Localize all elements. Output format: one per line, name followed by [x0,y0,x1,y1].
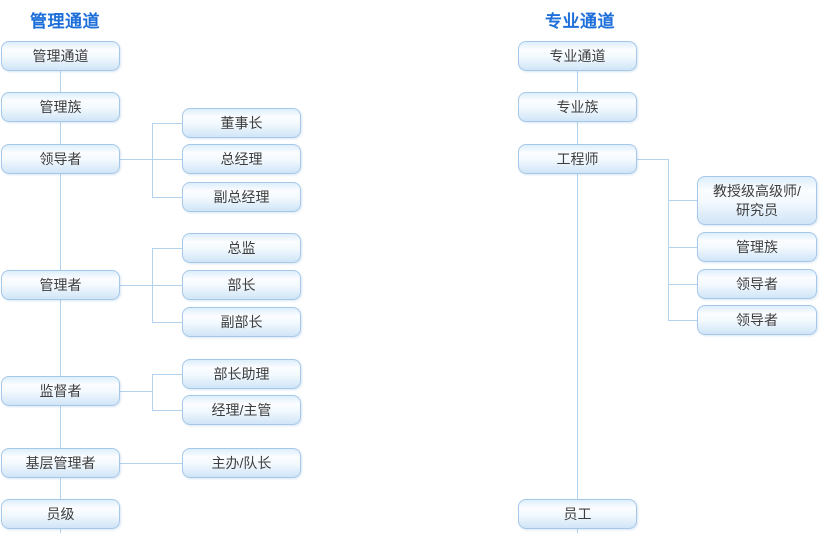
node-department-head: 部长 [182,270,301,300]
node-staff-level: 员级 [1,499,120,529]
left-spine-segment [60,300,61,376]
node-chief-director: 总监 [182,233,301,263]
branch-connector [120,159,182,160]
right-spine-segment [577,71,578,92]
left-spine-segment [60,478,61,499]
left-spine-segment [60,122,61,144]
node-engineer: 工程师 [518,144,637,174]
branch-connector [152,123,182,124]
node-employee: 员工 [518,499,637,529]
branch-connector [120,463,182,464]
branch-connector [120,391,152,392]
node-deputy-department-head: 副部长 [182,307,301,337]
node-organizer-team-leader: 主办/队长 [182,448,301,478]
node-leader: 领导者 [1,144,120,174]
node-professional-channel: 专业通道 [518,41,637,71]
branch-connector [152,410,182,411]
node-manager: 管理者 [1,270,120,300]
node-general-manager: 总经理 [182,144,301,174]
branch-connector [152,248,182,249]
node-management-family: 管理族 [1,92,120,122]
node-professional-family: 专业族 [518,92,637,122]
branch-connector [668,320,697,321]
branch-connector [152,322,182,323]
left-spine-stub [60,529,61,533]
right-spine-stub [577,529,578,533]
node-grassroots-manager: 基层管理者 [1,448,120,478]
left-spine-segment [60,406,61,448]
branch-connector [668,159,669,321]
node-chairman: 董事长 [182,108,301,138]
branch-connector [152,374,182,375]
node-department-head-assistant: 部长助理 [182,359,301,389]
node-leader-ref-1: 领导者 [697,269,817,299]
node-manager-supervisor: 经理/主管 [182,395,301,425]
node-management-channel: 管理通道 [1,41,120,71]
branch-connector [152,197,182,198]
left-spine-segment [60,174,61,270]
node-professor-senior-researcher: 教授级高级师/ 研究员 [697,176,817,225]
right-spine-segment [577,174,578,499]
professional-channel-title: 专业通道 [545,12,615,31]
branch-connector [120,285,182,286]
branch-connector [668,247,697,248]
node-supervisor: 监督者 [1,376,120,406]
node-leader-ref-2: 领导者 [697,305,817,335]
management-channel-title: 管理通道 [30,12,100,31]
branch-connector [668,284,697,285]
branch-connector [668,200,697,201]
node-management-family-ref: 管理族 [697,232,817,262]
left-spine-segment [60,71,61,92]
node-deputy-general-manager: 副总经理 [182,182,301,212]
right-spine-segment [577,122,578,144]
branch-connector [152,123,153,198]
branch-connector [637,159,668,160]
branch-connector [152,374,153,411]
branch-connector [152,248,153,323]
